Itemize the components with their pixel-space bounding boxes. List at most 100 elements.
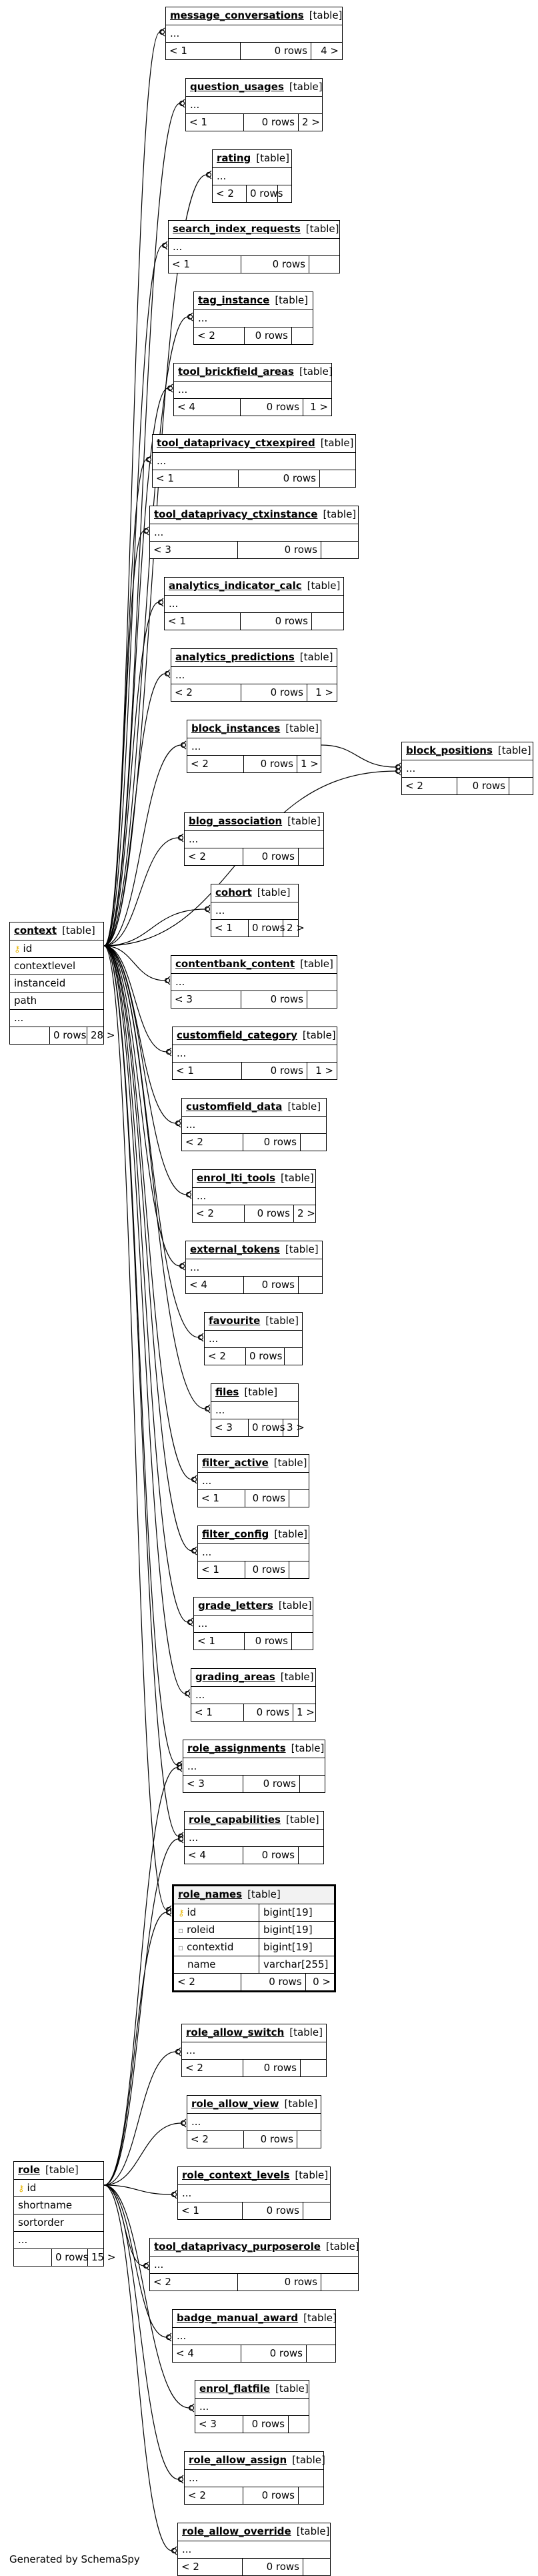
children-count[interactable] [291, 1633, 313, 1650]
table-name[interactable]: cohort [215, 886, 252, 898]
parents-count[interactable]: < 2 [405, 780, 423, 792]
children-count[interactable]: 15 > [87, 2249, 115, 2266]
parents-count[interactable]: < 2 [181, 2561, 199, 2573]
table-name[interactable]: role_allow_override [182, 2525, 291, 2537]
parents-count[interactable]: < 1 [156, 472, 174, 484]
parents-count[interactable]: < 4 [177, 401, 195, 413]
children-count[interactable] [321, 542, 358, 558]
children-count[interactable] [277, 185, 291, 202]
parents-count[interactable]: < 3 [153, 544, 171, 556]
parents-count[interactable]: < 3 [175, 993, 193, 1005]
children-count[interactable]: 2 > [283, 920, 305, 936]
table-name[interactable]: context [14, 924, 57, 936]
children-count[interactable] [300, 2060, 326, 2076]
table-tool-dataprivacy-ctxinstance[interactable]: tool_dataprivacy_ctxinstance[table]...< … [149, 506, 359, 559]
parents-count[interactable]: < 2 [177, 1976, 195, 1988]
parents-count[interactable]: < 4 [188, 1849, 206, 1861]
parents-count[interactable]: < 4 [189, 1279, 207, 1291]
children-count[interactable] [319, 470, 355, 487]
table-tool-dataprivacy-purposerole[interactable]: tool_dataprivacy_purposerole[table]...< … [149, 2238, 359, 2291]
table-name[interactable]: filter_active [202, 1457, 269, 1469]
children-count[interactable] [509, 778, 533, 794]
children-count[interactable] [291, 328, 313, 344]
parents-count[interactable]: < 1 [181, 2204, 199, 2216]
children-count[interactable] [309, 256, 339, 273]
parents-count[interactable]: < 1 [168, 615, 186, 627]
parents-count[interactable]: < 1 [201, 1563, 219, 1575]
children-count[interactable] [298, 848, 323, 865]
parents-count[interactable]: < 1 [169, 45, 187, 57]
parents-count[interactable]: < 1 [189, 116, 207, 128]
table-name[interactable]: customfield_data [186, 1101, 283, 1113]
parents-count[interactable]: < 1 [172, 258, 190, 270]
table-name[interactable]: grading_areas [195, 1671, 275, 1683]
children-count[interactable] [298, 2487, 323, 2504]
parents-count[interactable]: < 2 [196, 1207, 214, 1219]
children-count[interactable] [284, 1348, 302, 1365]
table-name[interactable]: role_allow_assign [189, 2454, 287, 2466]
table-name[interactable]: grade_letters [198, 1599, 273, 1612]
table-name[interactable]: message_conversations [170, 9, 304, 21]
parents-count[interactable]: < 3 [215, 1421, 233, 1433]
parents-count[interactable]: < 1 [195, 1706, 213, 1718]
children-count[interactable] [298, 1277, 322, 1293]
parents-count[interactable]: < 1 [201, 1492, 219, 1504]
table-name[interactable]: enrol_flatfile [199, 2383, 271, 2395]
parents-count[interactable]: < 4 [176, 2347, 194, 2359]
children-count[interactable]: 1 > [307, 684, 337, 701]
table-name[interactable]: badge_manual_award [177, 2312, 299, 2324]
parents-count[interactable]: < 2 [175, 686, 193, 698]
table-tool-dataprivacy-ctxexpired[interactable]: tool_dataprivacy_ctxexpired[table]...< 1… [152, 434, 356, 488]
table-name[interactable]: tool_dataprivacy_ctxexpired [157, 437, 315, 449]
table-name[interactable]: tag_instance [198, 294, 270, 306]
children-count[interactable]: 3 > [283, 1419, 305, 1436]
children-count[interactable] [298, 1847, 323, 1864]
parents-count[interactable]: < 2 [197, 330, 215, 342]
parents-count[interactable] [14, 2249, 51, 2266]
children-count[interactable] [300, 1134, 326, 1151]
parents-count[interactable]: < 2 [188, 850, 206, 862]
children-count[interactable] [307, 991, 337, 1008]
children-count[interactable]: 1 > [293, 1704, 315, 1721]
children-count[interactable] [311, 613, 343, 630]
table-name[interactable]: rating [217, 152, 251, 164]
table-name[interactable]: contentbank_content [175, 958, 295, 970]
parents-count[interactable]: < 2 [208, 1350, 226, 1362]
table-name[interactable]: tool_dataprivacy_purposerole [154, 2240, 321, 2252]
table-name[interactable]: role_context_levels [182, 2169, 290, 2181]
parents-count[interactable]: < 2 [216, 187, 234, 199]
parents-count[interactable]: < 2 [185, 2062, 203, 2074]
children-count[interactable]: 2 > [293, 1205, 315, 1222]
table-name[interactable]: favourite [209, 1315, 261, 1327]
parents-count[interactable]: < 1 [215, 922, 233, 934]
children-count[interactable]: 4 > [311, 43, 342, 59]
table-name[interactable]: role_assignments [187, 1742, 286, 1754]
table-name[interactable]: role_names [178, 1888, 243, 1900]
table-name[interactable]: role_allow_switch [186, 2026, 285, 2038]
children-count[interactable] [303, 2559, 330, 2575]
table-name[interactable]: role_capabilities [189, 1814, 281, 1826]
